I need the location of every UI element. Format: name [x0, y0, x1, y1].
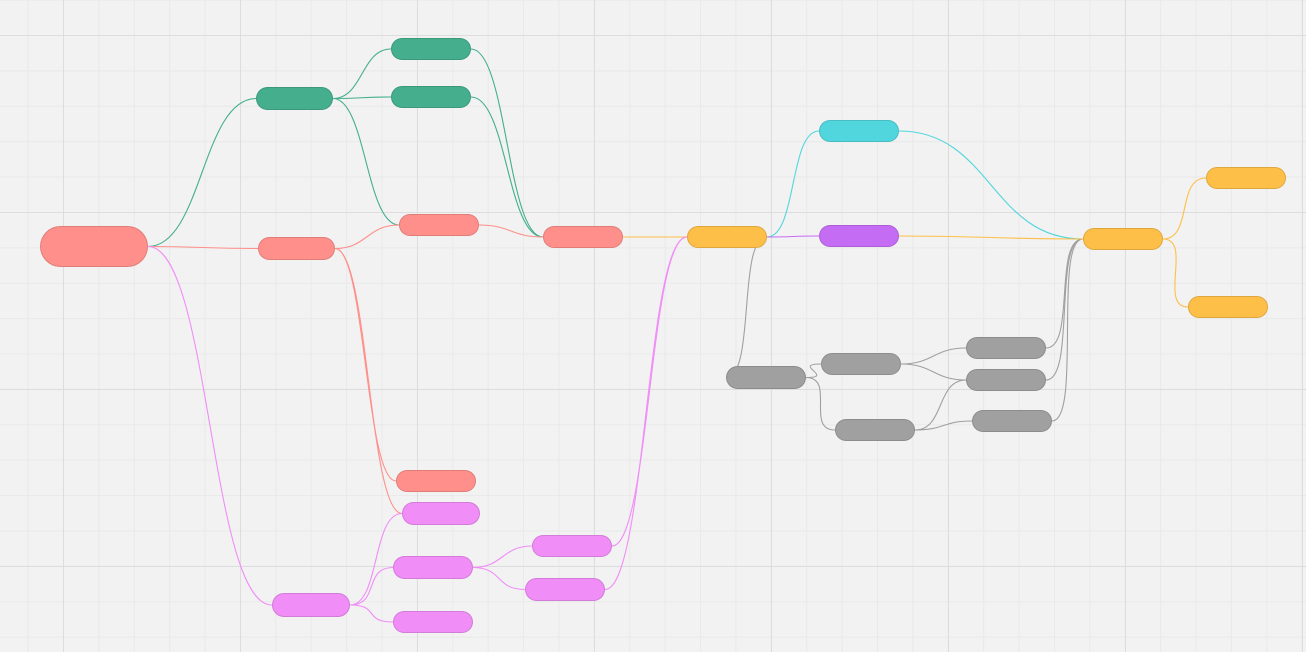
connector-red1-red4	[334, 247, 397, 482]
node-purple-1[interactable]	[819, 225, 899, 247]
connector-root-pink1	[147, 245, 273, 606]
connector-pink1-pink3	[349, 566, 394, 606]
node-red-3[interactable]	[543, 226, 623, 248]
node-pink-1[interactable]	[272, 593, 350, 617]
node-cyan-1[interactable]	[819, 120, 899, 142]
node-gray-3[interactable]	[835, 419, 915, 441]
connector-gray1-gray2	[805, 363, 822, 379]
connector-teal1-teal3	[332, 96, 392, 100]
connector-teal1-teal2	[332, 48, 392, 100]
connector-yel1-gray1	[725, 236, 768, 379]
connector-pink1-pink2	[349, 512, 403, 606]
node-teal-2[interactable]	[391, 38, 471, 60]
connector-pink3-pink4	[472, 545, 533, 569]
node-pink-5[interactable]	[525, 578, 605, 601]
node-pink-4[interactable]	[532, 535, 612, 557]
connector-yel2-yel3	[1162, 177, 1207, 240]
node-gray-6[interactable]	[972, 410, 1052, 432]
connector-yel1-cyan1	[766, 130, 820, 238]
connector-yel2-yel4	[1162, 238, 1189, 308]
node-teal-3[interactable]	[391, 86, 471, 108]
node-red-2[interactable]	[399, 214, 479, 236]
connector-gray1-gray3	[805, 376, 836, 431]
node-yellow-1[interactable]	[687, 226, 767, 248]
node-yellow-2[interactable]	[1083, 228, 1163, 250]
connector-gray2-gray5	[900, 363, 967, 381]
connector-root-teal1	[147, 97, 257, 248]
node-yellow-3[interactable]	[1206, 167, 1286, 189]
node-teal-1[interactable]	[256, 87, 333, 110]
connector-red2-red3	[478, 224, 544, 238]
connector-gray3-gray5	[914, 379, 967, 431]
node-gray-1[interactable]	[726, 366, 806, 389]
connector-purp1-yel2	[898, 235, 1084, 240]
connector-pink3-pink5	[472, 566, 526, 591]
connector-cyan1-yel2	[898, 130, 1084, 240]
connector-teal3-red3	[470, 96, 544, 238]
connector-pink4-yel1	[611, 236, 688, 547]
node-pink-6[interactable]	[393, 611, 473, 633]
node-gray-5[interactable]	[966, 369, 1046, 391]
connector-gray6-yel2	[1051, 238, 1084, 422]
connector-gray4-yel2	[1045, 238, 1084, 349]
node-red-1[interactable]	[258, 237, 335, 260]
connector-gray3-gray6	[914, 420, 973, 431]
node-gray-4[interactable]	[966, 337, 1046, 359]
connector-gray2-gray4	[900, 347, 967, 365]
node-root[interactable]	[40, 226, 148, 267]
connector-root-red1	[147, 245, 259, 250]
node-gray-2[interactable]	[821, 353, 901, 375]
node-pink-3[interactable]	[393, 556, 473, 579]
node-yellow-4[interactable]	[1188, 296, 1268, 318]
connector-teal2-red3	[470, 48, 544, 238]
node-pink-2[interactable]	[402, 502, 480, 525]
connector-pink5-yel1	[604, 236, 688, 591]
connector-red1-pink2	[334, 247, 403, 515]
connector-teal1-red2	[332, 97, 400, 226]
connector-red1-red2	[334, 224, 400, 250]
connector-gray5-yel2	[1045, 238, 1084, 381]
connector-pink1-pink6	[349, 604, 394, 623]
connector-yel1-purp1	[766, 235, 820, 238]
node-red-4[interactable]	[396, 470, 476, 492]
